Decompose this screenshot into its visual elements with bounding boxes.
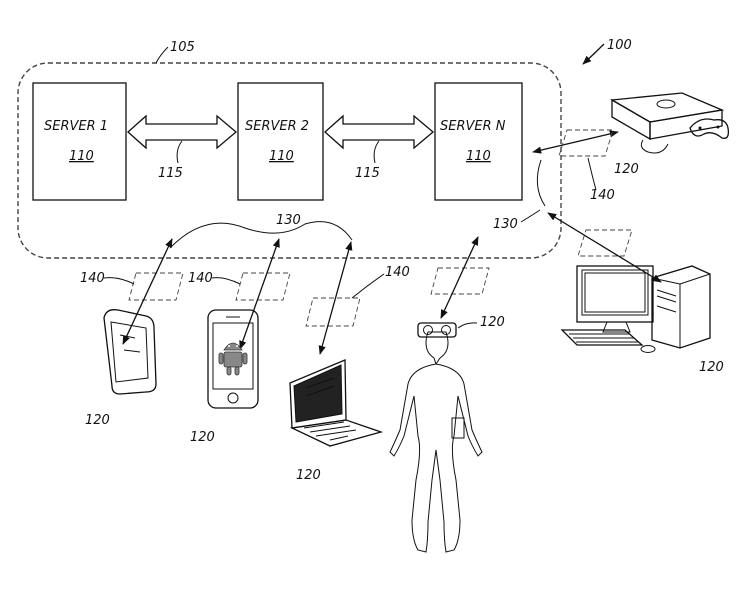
server-1-name: SERVER 1 (44, 119, 108, 134)
system-ref-label: 100 (607, 38, 632, 53)
network-ref-label-2: 130 (493, 217, 518, 232)
wireless-box-3 (305, 297, 361, 327)
link-arrow-1-2 (127, 114, 238, 150)
wireless-box-2 (235, 272, 291, 301)
server-n-box: SERVER N 110 (434, 82, 523, 201)
device-ref-console: 120 (614, 162, 639, 177)
link-ref-label-2: 115 (355, 166, 380, 181)
device-ref-tablet: 120 (85, 413, 110, 428)
server-n-name: SERVER N (440, 119, 506, 134)
wireless-ref-label-3: 140 (385, 265, 410, 280)
game-console-icon (609, 92, 730, 154)
wireless-box-1 (128, 272, 184, 301)
wireless-box-5 (558, 129, 614, 157)
server-2-name: SERVER 2 (245, 119, 309, 134)
server-n-ref: 110 (466, 149, 491, 164)
network-ref-label-1: 130 (276, 213, 301, 228)
smartphone-icon (207, 309, 259, 409)
android-icon (218, 342, 248, 376)
network-line (169, 221, 353, 249)
server-cluster-boundary (17, 62, 562, 259)
desktop-computer-icon (560, 265, 711, 353)
wireless-ref-label-4: 140 (590, 188, 615, 203)
vr-headset-icon (417, 322, 457, 338)
wireless-ref-label-1: 140 (80, 271, 105, 286)
cluster-ref-label: 105 (170, 40, 195, 55)
link-arrow-2-n (324, 114, 435, 150)
device-ref-laptop: 120 (296, 468, 321, 483)
wireless-box-6 (577, 229, 633, 257)
device-ref-vr: 120 (480, 315, 505, 330)
wireless-box-4 (430, 267, 490, 295)
tablet-icon (103, 309, 157, 395)
server-2-ref: 110 (269, 149, 294, 164)
laptop-icon (289, 359, 384, 447)
human-figure-icon (389, 331, 483, 553)
server-2-box: SERVER 2 110 (237, 82, 324, 201)
server-1-box: SERVER 1 110 (32, 82, 127, 201)
device-ref-phone: 120 (190, 430, 215, 445)
link-ref-label-1: 115 (158, 166, 183, 181)
wireless-ref-label-2: 140 (188, 271, 213, 286)
server-1-ref: 110 (69, 149, 94, 164)
device-ref-desktop: 120 (699, 360, 724, 375)
